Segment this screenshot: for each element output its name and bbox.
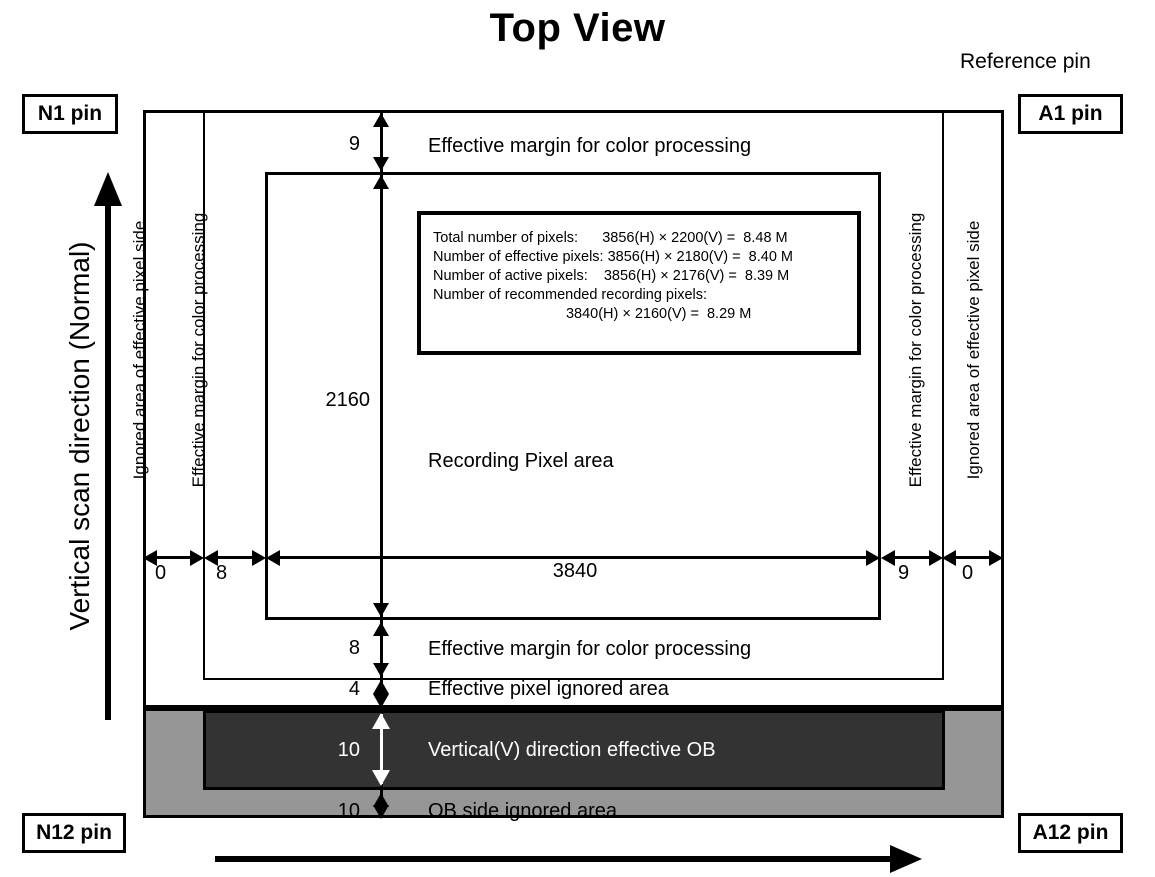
- dim-line-left-ignored: [152, 556, 196, 559]
- region-label-recording-area: Recording Pixel area: [428, 450, 614, 472]
- dim-arrow-right-right-ignored-end: [989, 550, 1003, 566]
- dim-value-recording-height: 2160: [325, 389, 371, 411]
- reference-pin-label: Reference pin: [960, 50, 1091, 73]
- dim-arrow-down-vertical-ob: [372, 770, 390, 786]
- dim-arrow-left-recording-start: [266, 550, 280, 566]
- horizontal-scan-arrow-shaft: [215, 856, 895, 862]
- region-label-effective-ignored: Effective pixel ignored area: [428, 678, 669, 700]
- spec-line-active-pixels: Number of active pixels: 3856(H) × 2176(…: [433, 268, 790, 284]
- vertical-ob-band: [203, 710, 945, 790]
- side-label-margin-right: Effective margin for color processing: [906, 212, 925, 488]
- pin-label-a12: A12 pin: [1018, 813, 1123, 853]
- dim-arrow-right-recording-end: [866, 550, 880, 566]
- pin-label-n12: N12 pin: [22, 813, 126, 853]
- spec-line-effective-pixels: Number of effective pixels: 3856(H) × 21…: [433, 249, 793, 265]
- horizontal-scan-arrow-icon: [890, 845, 922, 873]
- dim-arrow-up-ob-ignored: [373, 793, 389, 807]
- pin-label-a1: A1 pin: [1018, 94, 1123, 134]
- dim-arrow-down-recording: [373, 603, 389, 617]
- vertical-scan-arrow-shaft: [105, 200, 111, 720]
- dim-arrow-down-effective-ignored: [373, 694, 389, 708]
- dim-arrow-left-right-margin-start: [881, 550, 895, 566]
- dim-line-vertical-ob: [380, 714, 383, 784]
- dim-value-top-margin: 9: [348, 133, 360, 155]
- dim-arrow-right-ignored-end: [190, 550, 204, 566]
- dim-arrow-left-right-ignored-start: [942, 550, 956, 566]
- region-label-vertical-ob: Vertical(V) direction effective OB: [428, 739, 716, 761]
- effective-pixel-frame: [203, 110, 944, 680]
- pin-label-n1: N1 pin: [22, 94, 118, 134]
- dim-arrow-up-bottom-margin: [373, 622, 389, 636]
- dim-value-bottom-margin: 8: [348, 637, 360, 659]
- side-label-margin-left: Effective margin for color processing: [189, 212, 208, 488]
- region-label-bottom-margin: Effective margin for color processing: [428, 638, 752, 660]
- dim-value-ob-ignored: 10: [337, 800, 360, 822]
- dim-arrow-up-effective-ignored: [373, 680, 389, 694]
- dim-arrow-up-top-margin: [373, 113, 389, 127]
- dim-value-right-ignored: 0: [962, 562, 974, 584]
- spec-line-total-pixels: Total number of pixels: 3856(H) × 2200(V…: [433, 230, 788, 246]
- dim-line-recording-width: [275, 556, 871, 559]
- dim-arrow-left-margin-start: [204, 550, 218, 566]
- vertical-scan-arrow-icon: [94, 172, 122, 206]
- region-label-ob-ignored: OB side ignored area: [428, 800, 618, 822]
- dim-arrow-down-ob-ignored: [373, 805, 389, 819]
- page-title: Top View: [489, 6, 666, 50]
- dim-arrow-right-margin-end: [252, 550, 266, 566]
- dim-value-vertical-ob: 10: [337, 739, 360, 761]
- dim-value-recording-width: 3840: [552, 560, 598, 582]
- region-label-top-margin: Effective margin for color processing: [428, 135, 752, 157]
- dim-arrow-down-top-margin: [373, 157, 389, 171]
- dim-line-left-margin: [213, 556, 259, 559]
- dim-arrow-down-bottom-margin: [373, 663, 389, 677]
- vertical-dimension-spine: [380, 113, 383, 818]
- spec-line-recommended-heading: Number of recommended recording pixels:: [433, 287, 708, 303]
- dim-line-right-margin: [890, 556, 935, 559]
- dim-value-left-margin: 8: [216, 562, 228, 584]
- dim-line-right-ignored: [951, 556, 995, 559]
- dim-value-right-margin: 9: [898, 562, 910, 584]
- dim-arrow-right-right-margin-end: [929, 550, 943, 566]
- recording-pixel-frame: [265, 172, 881, 620]
- total-pixel-frame: [143, 110, 1004, 708]
- spec-line-recommended-value: 3840(H) × 2160(V) = 8.29 M: [433, 306, 752, 322]
- dim-arrow-left-ignored-start: [143, 550, 157, 566]
- side-label-ignored-right: Ignored area of effective pixel side: [964, 220, 983, 480]
- dim-arrow-up-vertical-ob: [372, 713, 390, 729]
- specification-box: Total number of pixels: 3856(H) × 2200(V…: [417, 211, 861, 355]
- dim-value-effective-ignored: 4: [348, 678, 360, 700]
- vertical-scan-direction-label: Vertical scan direction (Normal): [64, 241, 95, 631]
- dim-value-left-ignored: 0: [155, 562, 167, 584]
- side-label-ignored-left: Ignored area of effective pixel side: [130, 220, 149, 480]
- dim-arrow-up-recording: [373, 175, 389, 189]
